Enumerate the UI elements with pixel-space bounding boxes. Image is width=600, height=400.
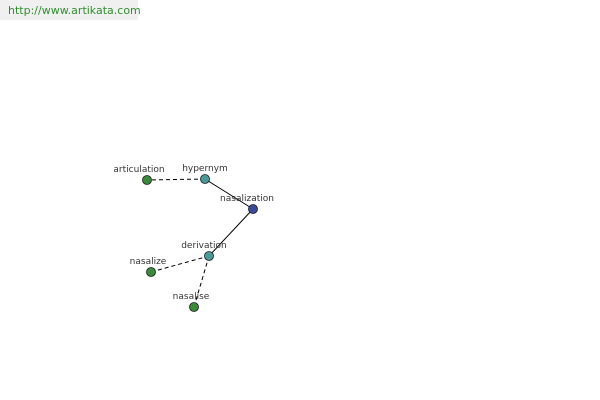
site-url-link[interactable]: http://www.artikata.com [8,4,141,17]
node-label-articulation[interactable]: articulation [113,165,164,175]
node-articulation[interactable] [142,175,152,185]
node-label-nasalise[interactable]: nasalise [173,292,210,302]
nodes-layer: nasalization hypernym derivation articulati… [113,164,274,312]
edge-derivation-nasalize [150,255,210,273]
edge-nasalization-hypernym [204,178,254,210]
node-hypernym[interactable] [200,174,210,184]
node-label-hypernym[interactable]: hypernym [182,164,228,174]
node-nasalization[interactable] [248,204,258,214]
edge-hypernym-articulation [146,178,206,181]
edge-nasalization-derivation [208,208,254,257]
node-label-derivation[interactable]: derivation [181,241,227,251]
node-nasalize[interactable] [146,267,156,277]
edge-derivation-nasalise [193,255,210,308]
url-bar: http://www.artikata.com [0,0,141,20]
node-label-nasalize[interactable]: nasalize [130,257,167,267]
node-nasalise[interactable] [189,302,199,312]
node-derivation[interactable] [204,251,214,261]
node-label-nasalization[interactable]: nasalization [220,194,274,204]
edges-layer [146,178,254,308]
